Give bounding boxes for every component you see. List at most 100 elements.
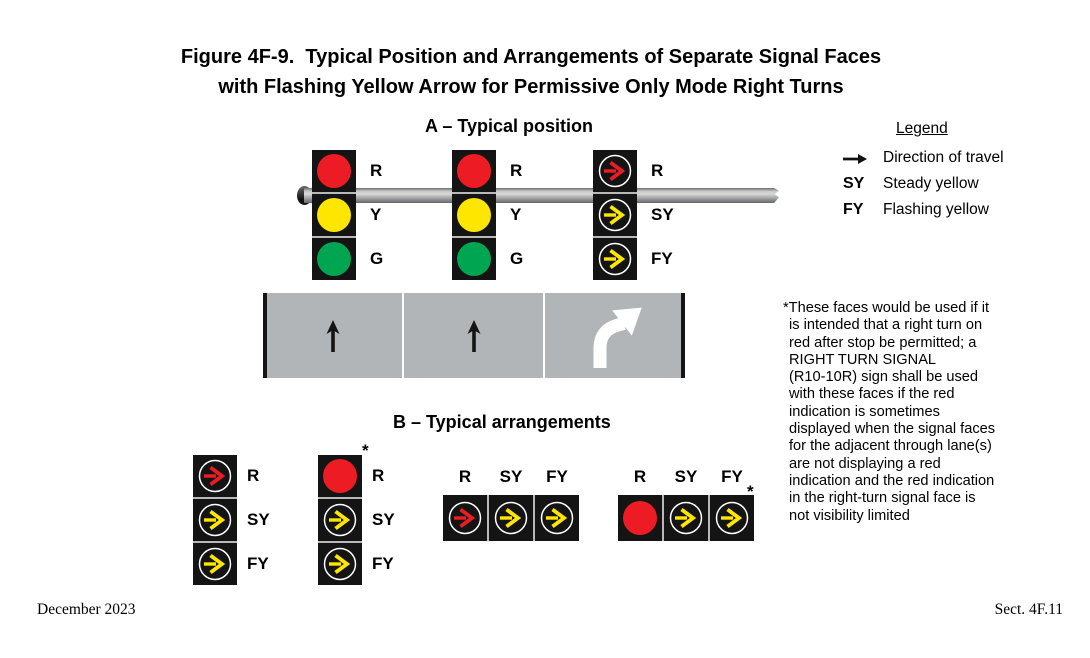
footnote-line: not visibility limited <box>789 507 910 524</box>
footnote-line: RIGHT TURN SIGNAL <box>789 351 937 368</box>
signal-section <box>452 194 496 236</box>
lens-label: G <box>370 249 384 268</box>
lens-label: FY <box>651 249 673 268</box>
signal-section <box>318 499 362 541</box>
signal-section <box>193 543 237 585</box>
through-lane-up-arrow <box>326 320 340 357</box>
footnote-asterisk-marker: * <box>747 482 754 501</box>
signal-section <box>489 495 533 541</box>
yellow-arrow-lens <box>669 501 703 535</box>
up-arrow-icon <box>326 320 340 352</box>
yellow-arrow-lens <box>598 242 632 276</box>
signal-section <box>443 495 487 541</box>
legend-label: Flashing yellow <box>883 201 989 218</box>
lens-label: Y <box>510 205 522 224</box>
signal-section <box>318 543 362 585</box>
figure-title: Figure 4F-9. Typical Position and Arrang… <box>14 42 1048 102</box>
lens-label: R <box>458 467 472 486</box>
footnote-line: for the adjacent through lane(s) <box>789 438 992 455</box>
signal-section <box>318 455 362 497</box>
green-ball-lens <box>317 242 351 276</box>
figure-title-line1: Figure 4F-9. Typical Position and Arrang… <box>180 46 882 68</box>
footnote-line: red after stop be permitted; a <box>789 334 977 351</box>
section-a-heading: A – Typical position <box>425 116 594 136</box>
signal-section <box>535 495 579 541</box>
section-b-heading: B – Typical arrangements <box>393 412 611 432</box>
red-ball-lens <box>457 154 491 188</box>
signal-face-right-turn <box>593 150 637 280</box>
footnote-line: *These faces would be used if it <box>783 300 990 316</box>
signal-section <box>312 150 356 192</box>
footnote-line: indication is sometimes <box>789 403 940 420</box>
footnote-line: is intended that a right turn on <box>789 317 983 334</box>
footnote-line: displayed when the signal faces <box>789 421 996 438</box>
signal-section <box>593 238 637 280</box>
legend-title: Legend <box>896 120 948 137</box>
footnote-asterisk-marker: * <box>362 441 369 460</box>
legend-label: Steady yellow <box>883 175 979 192</box>
lens-label: SY <box>247 510 270 529</box>
yellow-arrow-lens <box>323 503 357 537</box>
lens-label: FY <box>721 467 743 486</box>
lens-label: SY <box>372 510 395 529</box>
footnote-line: (R10-10R) sign shall be used <box>789 369 979 386</box>
signal-section <box>193 499 237 541</box>
signal-section <box>593 150 637 192</box>
yellow-ball-lens <box>317 198 351 232</box>
lens-label: SY <box>674 467 698 486</box>
footnote-line: indication and the red indication <box>789 472 995 489</box>
lens-label: Y <box>370 205 382 224</box>
roadway <box>263 293 685 378</box>
lens-label: R <box>651 161 664 180</box>
lens-label: R <box>633 467 647 486</box>
signal-face-through-1 <box>312 150 356 280</box>
signal-face-through-2 <box>452 150 496 280</box>
lens-label: R <box>247 466 260 485</box>
legend-label: Direction of travel <box>883 149 1004 166</box>
direction-of-travel-arrow-icon <box>843 149 879 170</box>
up-arrow-icon <box>467 320 481 352</box>
lens-label: G <box>510 249 524 268</box>
mast-arm-break-end <box>766 188 779 203</box>
yellow-ball-lens <box>457 198 491 232</box>
arrangement-vertical-ball-red <box>318 455 362 585</box>
signal-section <box>452 150 496 192</box>
legend-symbol: FY <box>843 201 864 218</box>
signal-section <box>312 194 356 236</box>
yellow-arrow-lens <box>715 501 749 535</box>
arrangement-horizontal-ball-red <box>618 495 754 541</box>
road-edge-line-left <box>263 293 267 378</box>
signal-section <box>618 495 662 541</box>
lens-label: SY <box>651 205 674 224</box>
yellow-arrow-lens <box>598 198 632 232</box>
lens-label: FY <box>372 554 394 573</box>
figure-title-line2: with Flashing Yellow Arrow for Permissiv… <box>218 76 844 98</box>
lane-line <box>543 293 545 378</box>
footnote-line: in the right-turn signal face is <box>789 490 976 507</box>
lane-line <box>402 293 404 378</box>
signal-section <box>312 238 356 280</box>
footer-section-ref: Sect. 4F.11 <box>994 601 1063 618</box>
yellow-arrow-lens <box>494 501 528 535</box>
footnote-line: with these faces if the red <box>789 386 955 403</box>
green-ball-lens <box>457 242 491 276</box>
arrangement-vertical-arrow-red <box>193 455 237 585</box>
red-arrow-lens <box>448 501 482 535</box>
arrangement-horizontal-arrow-red <box>443 495 579 541</box>
right-turn-arrow-icon <box>593 307 642 368</box>
road-edge-line-right <box>681 293 685 378</box>
through-lane-up-arrow <box>467 320 481 357</box>
lens-label: FY <box>546 467 568 486</box>
red-ball-lens <box>323 459 357 493</box>
mast-arm-pipe <box>304 188 766 203</box>
footnote-line: are not displaying a red <box>789 455 941 472</box>
yellow-arrow-lens <box>540 501 574 535</box>
signal-section <box>664 495 708 541</box>
yellow-arrow-lens <box>198 503 232 537</box>
yellow-arrow-lens <box>198 547 232 581</box>
lens-label: R <box>510 161 523 180</box>
legend-symbol: SY <box>843 175 865 192</box>
red-arrow-lens <box>598 154 632 188</box>
